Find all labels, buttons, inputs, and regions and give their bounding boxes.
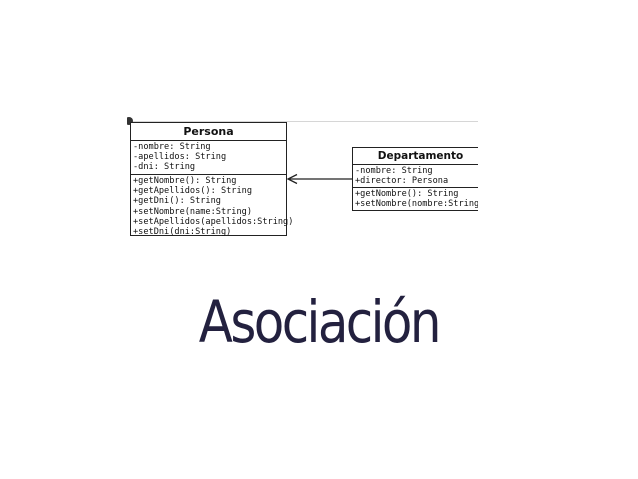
- class-departamento-attributes: -nombre: String +director: Persona: [353, 165, 478, 188]
- class-departamento: Departamento -nombre: String +director: …: [352, 147, 478, 211]
- diagram-crop-marker: [127, 117, 133, 125]
- uml-class-diagram: Persona -nombre: String -apellidos: Stri…: [127, 117, 478, 239]
- class-persona: Persona -nombre: String -apellidos: Stri…: [130, 122, 294, 238]
- operation-row: +setApellidos(apellidos:String): [133, 216, 294, 227]
- operation-row: +getApellidos(): String: [133, 186, 252, 197]
- attribute-row: -nombre: String: [133, 142, 211, 152]
- class-persona-attributes: -nombre: String -apellidos: String -dni:…: [131, 141, 286, 175]
- association-arrowhead: [286, 173, 298, 185]
- attribute-row: +director: Persona: [355, 176, 449, 187]
- operation-row: +setDni(dni:String): [133, 227, 232, 238]
- operation-row: +getNombre(): String: [133, 176, 237, 186]
- operation-row: +getDni(): String: [133, 196, 221, 207]
- class-persona-operations: +getNombre(): String +getApellidos(): St…: [131, 175, 294, 238]
- attribute-row: -apellidos: String: [133, 152, 227, 163]
- attribute-row: -dni: String: [133, 162, 196, 173]
- class-departamento-operations: +getNombre(): String +setNombre(nombre:S…: [353, 188, 478, 209]
- slide-title: Asociación: [198, 288, 442, 356]
- attribute-row: -nombre: String: [355, 166, 433, 176]
- operation-row: +setNombre(nombre:String): [355, 199, 478, 210]
- operation-row: +getNombre(): String: [355, 189, 459, 199]
- association-connector: [286, 173, 352, 185]
- class-persona-name: Persona: [131, 123, 286, 141]
- class-departamento-name: Departamento: [353, 148, 478, 165]
- operation-row: +setNombre(name:String): [133, 206, 252, 217]
- diagram-crop-edge: [127, 121, 478, 122]
